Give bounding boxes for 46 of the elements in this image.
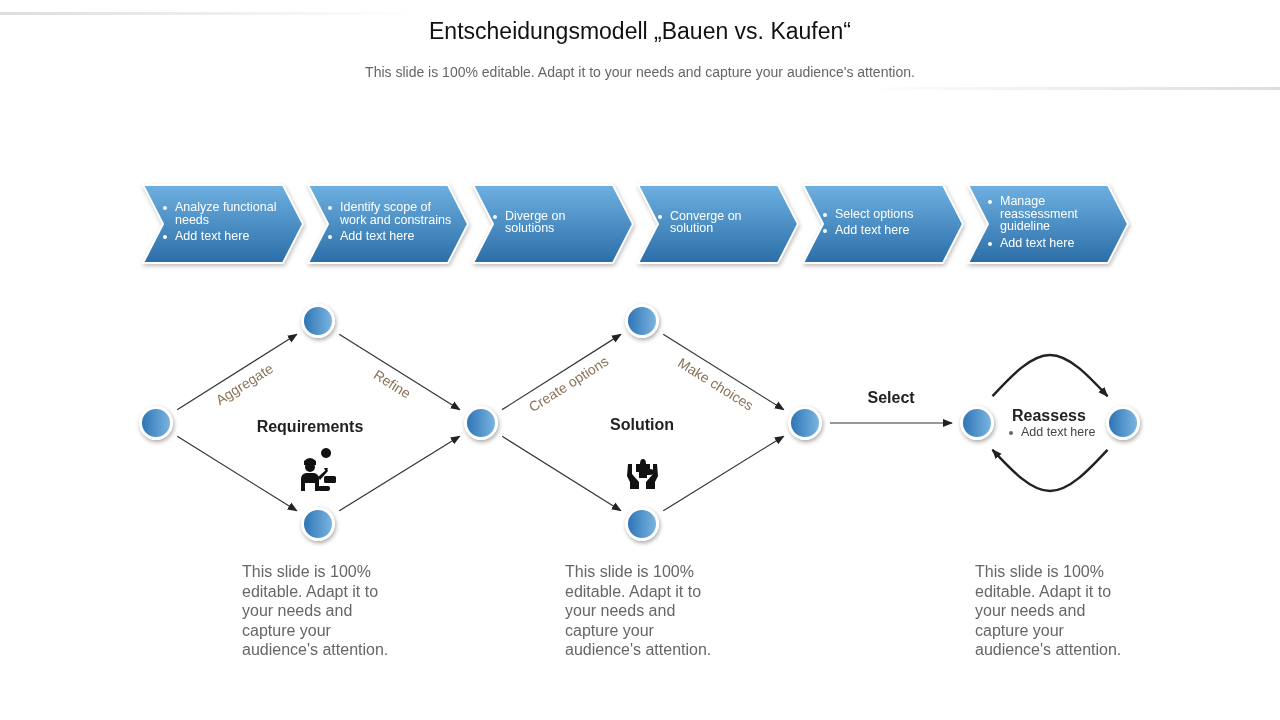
edge-label: Select xyxy=(867,389,915,407)
chevron-step xyxy=(473,185,635,265)
arrow xyxy=(501,333,622,411)
chevron-step xyxy=(968,185,1130,265)
circle-node xyxy=(301,507,335,541)
description-text: This slide is 100% editable. Adapt it to your needs and capture your audience's attention. xyxy=(975,562,1123,660)
bullet-text: Add text here xyxy=(835,224,911,237)
bullet-text: Add text here xyxy=(175,230,251,243)
bullet-text: Manage reassessment guideline xyxy=(1000,195,1079,233)
arrow xyxy=(338,435,461,512)
bullet-text: Add text here xyxy=(340,230,416,243)
bullet-text: Diverge on solutions xyxy=(505,209,567,235)
chevron-step xyxy=(638,185,800,265)
circle-node xyxy=(788,406,822,440)
bullet-text: Add text here xyxy=(1000,236,1076,249)
section-heading: Solution xyxy=(609,416,675,434)
description-text: This slide is 100% editable. Adapt it to your needs and capture your audience's attention. xyxy=(242,562,390,660)
circle-node xyxy=(1106,406,1140,440)
arrow xyxy=(662,435,785,512)
subtitle: This slide is 100% editable. Adapt it to your needs and capture your audience's attention. xyxy=(364,64,916,80)
bullet-text: Converge on solution xyxy=(670,209,743,235)
arrow xyxy=(176,435,298,512)
bullet-text: Analyze functional needs xyxy=(175,201,278,227)
curved-arrow xyxy=(991,449,1109,493)
chevron-step xyxy=(143,185,305,265)
circle-node xyxy=(464,406,498,440)
arrow xyxy=(662,333,785,411)
circle-node xyxy=(960,406,994,440)
curved-arrow xyxy=(991,353,1109,397)
chevron-step xyxy=(803,185,965,265)
section-heading: Reassess xyxy=(1012,407,1087,425)
arrow xyxy=(501,435,622,512)
circle-node xyxy=(625,507,659,541)
circle-node xyxy=(139,406,173,440)
bullet-text: Add text here xyxy=(1021,425,1096,439)
description-text: This slide is 100% editable. Adapt it to your needs and capture your audience's attention. xyxy=(565,562,713,660)
chevron-step xyxy=(308,185,470,265)
circle-node xyxy=(301,304,335,338)
circle-node xyxy=(625,304,659,338)
arrow xyxy=(176,333,298,411)
arrow xyxy=(829,419,953,427)
title: Entscheidungsmodell „Bauen vs. Kaufen“ xyxy=(428,18,852,45)
section-heading: Requirements xyxy=(255,418,365,436)
bullet-text: Select options xyxy=(835,207,915,220)
arrow xyxy=(338,333,461,411)
bullet-text: Identify scope of work and constrains xyxy=(340,201,452,227)
